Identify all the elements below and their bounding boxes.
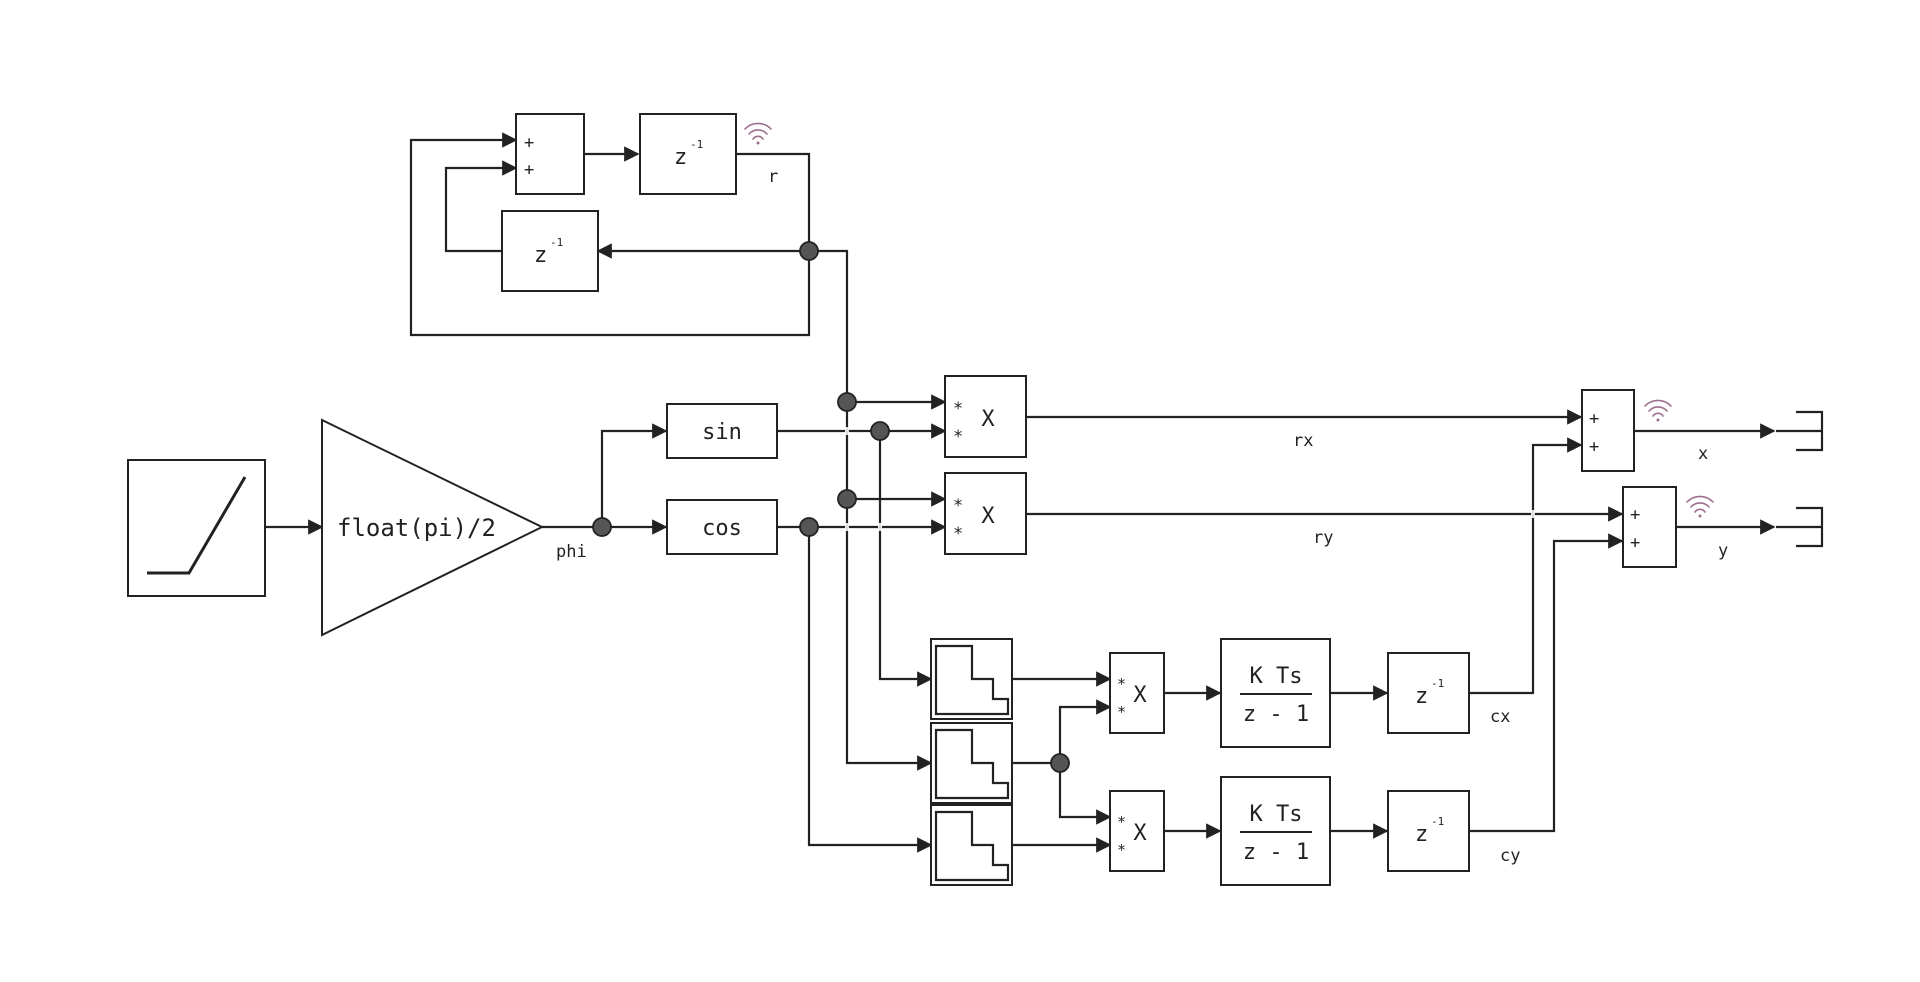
product-symbol: X bbox=[981, 504, 995, 529]
zoh-block-2[interactable] bbox=[930, 722, 1013, 804]
integrator-numerator: K Ts bbox=[1250, 802, 1303, 827]
delay-exponent: -1 bbox=[690, 138, 703, 151]
delay-base: z bbox=[1415, 822, 1428, 847]
junction-cos bbox=[799, 517, 819, 537]
signal-label-r: r bbox=[768, 167, 778, 187]
signal-labels: phi r rx ry cx cy x y bbox=[556, 167, 1728, 866]
signal-label-x: x bbox=[1698, 444, 1708, 464]
sum-sign: + bbox=[1589, 437, 1599, 457]
sum-sign: + bbox=[1589, 409, 1599, 429]
delay-block-cy[interactable]: z -1 bbox=[1387, 790, 1470, 872]
product-symbol: X bbox=[1133, 683, 1147, 708]
product-sign: * bbox=[953, 427, 963, 447]
integrator-block-cx[interactable]: K Ts z - 1 bbox=[1220, 638, 1331, 748]
zoh-block-3[interactable] bbox=[930, 804, 1013, 886]
sum-sign: + bbox=[1630, 533, 1640, 553]
wire-crossing-gaps bbox=[845, 427, 1535, 531]
sin-block[interactable]: sin bbox=[666, 403, 778, 459]
product-sign: * bbox=[953, 524, 963, 544]
integrator-denominator: z - 1 bbox=[1243, 702, 1309, 727]
sum-block-x[interactable]: + + bbox=[1581, 389, 1635, 472]
signal-label-ry: ry bbox=[1313, 528, 1333, 548]
delay-block-feedback[interactable]: z -1 bbox=[501, 210, 599, 292]
product-block-ry[interactable]: * * X bbox=[944, 472, 1027, 555]
junction-zoh-mid bbox=[1050, 753, 1070, 773]
delay-base: z bbox=[1415, 684, 1428, 709]
staircase-icon bbox=[934, 644, 1010, 716]
sin-label: sin bbox=[702, 420, 742, 445]
product-sign: * bbox=[1117, 675, 1126, 693]
sum-block-y[interactable]: + + bbox=[1622, 486, 1677, 568]
signal-label-cy: cy bbox=[1500, 846, 1520, 866]
ramp-icon bbox=[147, 476, 247, 575]
product-symbol: X bbox=[981, 407, 995, 432]
wifi-probe-icon[interactable] bbox=[1686, 495, 1714, 518]
integrator-block-cy[interactable]: K Ts z - 1 bbox=[1220, 776, 1331, 886]
delay-base: z bbox=[534, 243, 547, 268]
delay-base: z bbox=[674, 145, 687, 170]
signal-label-rx: rx bbox=[1293, 431, 1313, 451]
fork-output-icon bbox=[1776, 506, 1824, 548]
junction-phi bbox=[592, 517, 612, 537]
output-port-y[interactable] bbox=[1776, 506, 1824, 548]
junction-sin bbox=[870, 421, 890, 441]
delay-block-r[interactable]: z -1 bbox=[639, 113, 737, 195]
product-sign: * bbox=[953, 399, 963, 419]
delay-exponent: -1 bbox=[550, 236, 563, 249]
output-port-x[interactable] bbox=[1776, 410, 1824, 452]
integrator-denominator: z - 1 bbox=[1243, 840, 1309, 865]
wifi-probe-icon[interactable] bbox=[1644, 399, 1672, 422]
sum-sign: + bbox=[524, 133, 534, 153]
product-sign: * bbox=[1117, 813, 1126, 831]
junctions bbox=[592, 241, 1070, 773]
delay-block-cx[interactable]: z -1 bbox=[1387, 652, 1470, 734]
sum-sign: + bbox=[1630, 505, 1640, 525]
wires bbox=[265, 132, 1776, 853]
staircase-icon bbox=[934, 810, 1010, 882]
signal-label-phi: phi bbox=[556, 542, 587, 562]
delay-exponent: -1 bbox=[1431, 677, 1444, 690]
wifi-probe-icon[interactable] bbox=[744, 122, 772, 145]
zoh-block-1[interactable] bbox=[930, 638, 1013, 720]
product-sign: * bbox=[953, 496, 963, 516]
junction-r-mid bbox=[837, 489, 857, 509]
sum-block-top[interactable]: + + bbox=[515, 113, 585, 195]
cos-label: cos bbox=[702, 516, 742, 541]
integrator-numerator: K Ts bbox=[1250, 664, 1303, 689]
product-block-rx[interactable]: * * X bbox=[944, 375, 1027, 458]
gain-expression: float(pi)/2 bbox=[337, 514, 496, 542]
ramp-source-block[interactable] bbox=[127, 459, 266, 597]
signal-label-y: y bbox=[1718, 541, 1728, 561]
staircase-icon bbox=[934, 728, 1010, 800]
gain-block[interactable]: float(pi)/2 bbox=[321, 418, 545, 637]
product-sign: * bbox=[1117, 703, 1126, 721]
signal-label-cx: cx bbox=[1490, 707, 1510, 727]
fork-output-icon bbox=[1776, 410, 1824, 452]
product-block-cy[interactable]: * * X bbox=[1109, 790, 1165, 872]
cos-block[interactable]: cos bbox=[666, 499, 778, 555]
junction-r-loop bbox=[799, 241, 819, 261]
junction-r-top bbox=[837, 392, 857, 412]
delay-exponent: -1 bbox=[1431, 815, 1444, 828]
product-symbol: X bbox=[1133, 821, 1147, 846]
product-sign: * bbox=[1117, 841, 1126, 859]
sum-sign: + bbox=[524, 160, 534, 180]
product-block-cx[interactable]: * * X bbox=[1109, 652, 1165, 734]
